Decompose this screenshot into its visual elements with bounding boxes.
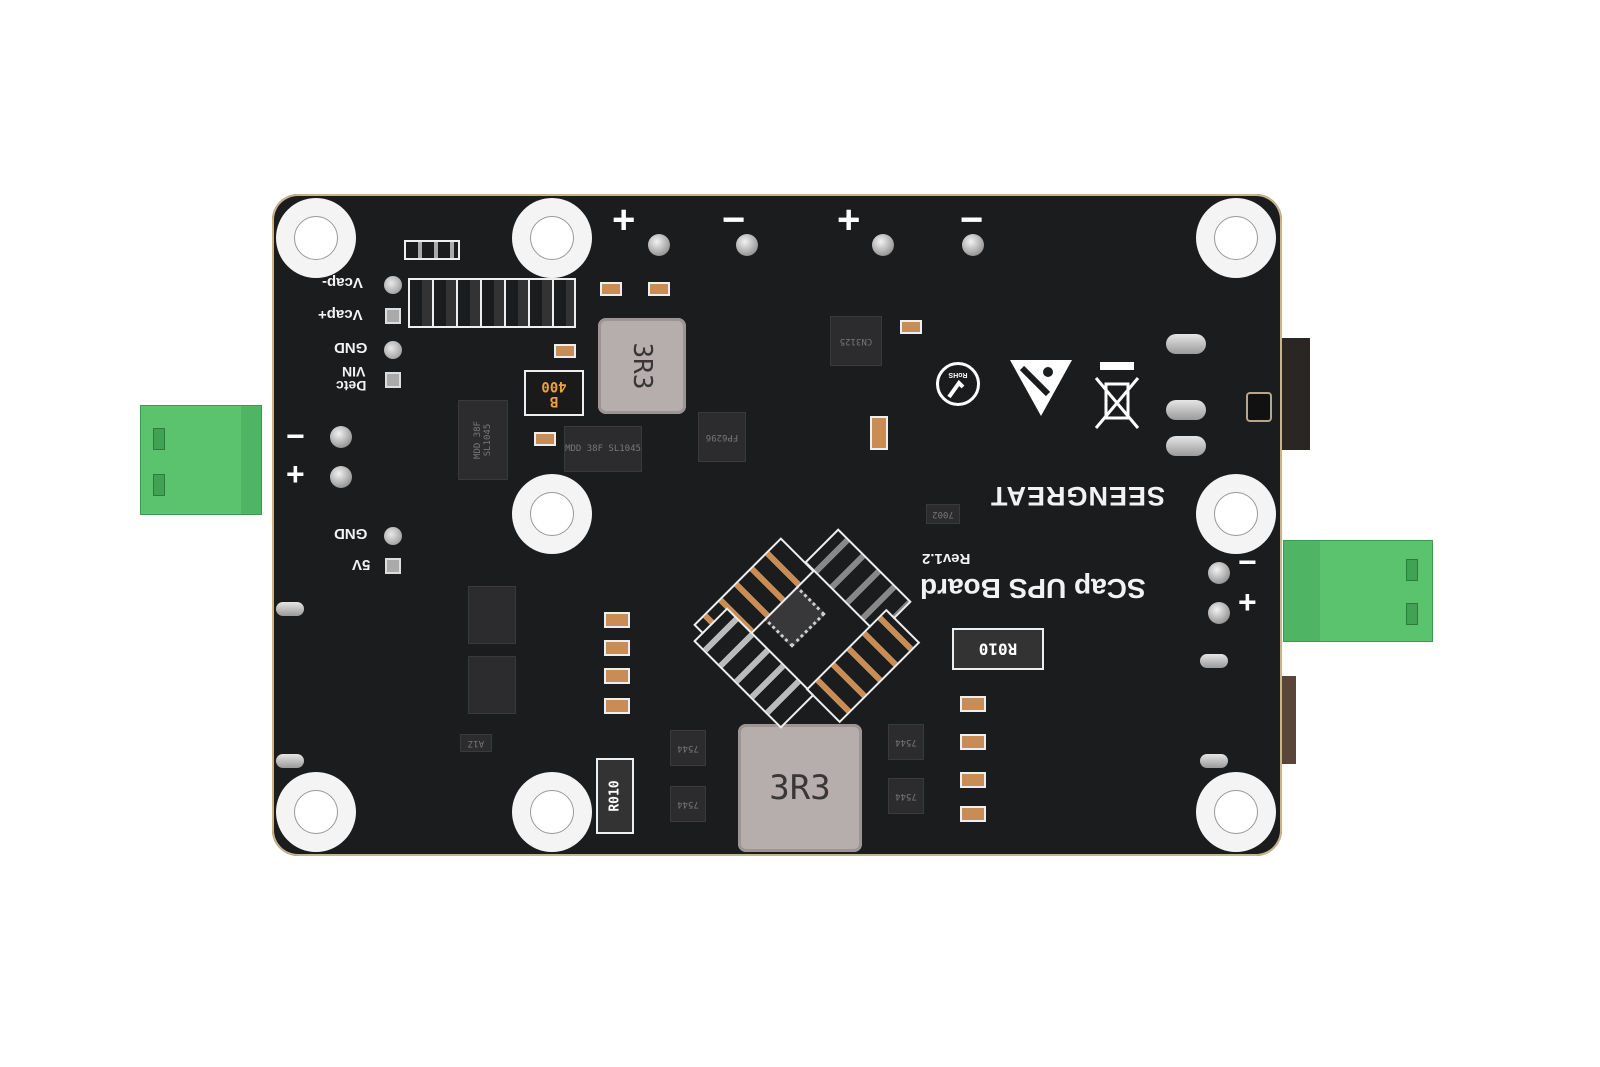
mounting-hole	[276, 198, 356, 278]
test-pad	[385, 372, 401, 388]
polarity-minus: −	[960, 198, 984, 242]
sop8-ic	[468, 586, 516, 644]
capacitor	[960, 734, 986, 750]
mounting-hole	[512, 772, 592, 852]
terminal-screw	[962, 234, 984, 256]
test-pad	[384, 276, 402, 294]
polarity-plus: +	[612, 198, 636, 242]
mosfet: 7544	[670, 786, 706, 822]
capacitor	[900, 320, 922, 334]
terminal-screw	[872, 234, 894, 256]
label-5v: 5V	[352, 556, 371, 573]
slot-pad	[1166, 334, 1206, 354]
esd-warning-icon	[1008, 358, 1074, 423]
capacitor	[604, 612, 630, 628]
capacitor	[960, 696, 986, 712]
terminal-slot	[153, 428, 165, 450]
slot-pad	[1200, 654, 1228, 668]
label-gnd-top: GND	[334, 339, 368, 356]
inductor-top: 3R3	[598, 318, 686, 414]
label-detc: Detc	[336, 378, 367, 394]
capacitor	[604, 698, 630, 714]
capacitor	[554, 344, 576, 358]
board-title: SCap UPS Board	[920, 573, 1146, 604]
side-connector	[1282, 676, 1296, 764]
right-terminal-block	[1283, 540, 1433, 642]
sot23-transistor: A1Z	[460, 734, 492, 752]
terminal-screw	[330, 426, 352, 448]
label-vcap-plus: Vcap+	[318, 306, 363, 323]
mounting-hole	[1196, 474, 1276, 554]
mosfet: 7544	[670, 730, 706, 766]
pcb-board: + − + − Vcap- Vcap+ GND VIN Detc GND 5V …	[272, 194, 1282, 856]
terminal-slot	[1406, 603, 1418, 625]
schottky-diode: MDD 38F SL1045	[564, 426, 642, 472]
capacitor	[534, 432, 556, 446]
mounting-hole	[512, 474, 592, 554]
svg-text:RoHS: RoHS	[948, 371, 967, 378]
capacitor	[600, 282, 622, 296]
resistor-array	[408, 278, 576, 328]
polarity-minus: −	[722, 198, 746, 242]
weee-bin-icon	[1092, 360, 1142, 437]
mounting-hole	[1196, 198, 1276, 278]
sense-resistor: R010	[596, 758, 634, 834]
rohs-icon: RoHS	[936, 362, 980, 406]
terminal-screw	[1208, 602, 1230, 624]
terminal-screw	[648, 234, 670, 256]
mosfet: 7544	[888, 724, 924, 760]
terminal-screw	[1208, 562, 1230, 584]
terminal-clamp	[1284, 541, 1320, 641]
slot-pad	[276, 754, 304, 768]
schottky-diode: MDD 38F SL1045	[458, 400, 508, 480]
board-revision: Rev1.2	[922, 550, 971, 567]
terminal-screw	[736, 234, 758, 256]
test-pad	[384, 527, 402, 545]
sot23-transistor: 7002	[926, 504, 960, 524]
capacitor	[604, 640, 630, 656]
test-pad	[385, 558, 401, 574]
inductor-bottom: 3R3	[738, 724, 862, 852]
mosfet: 7544	[888, 778, 924, 814]
polarity-plus: +	[837, 198, 861, 242]
tactile-button	[1246, 392, 1272, 422]
terminal-clamp	[241, 406, 261, 514]
polarity-minus: −	[1238, 544, 1257, 580]
mounting-hole	[1196, 772, 1276, 852]
sense-resistor: R010	[952, 628, 1044, 670]
charger-ic: CN3125	[830, 316, 882, 366]
terminal-slot	[153, 474, 165, 496]
label-gnd-bottom: GND	[334, 525, 368, 542]
slot-pad	[276, 602, 304, 616]
terminal-screw	[330, 466, 352, 488]
boost-ic: FP6296	[698, 412, 746, 462]
slot-pad	[1200, 754, 1228, 768]
brand-logo: SEENGREAT	[990, 481, 1166, 511]
left-terminal-block	[140, 405, 262, 515]
mounting-hole	[276, 772, 356, 852]
slot-pad	[1166, 400, 1206, 420]
capacitor	[960, 806, 986, 822]
pin-header	[1282, 338, 1310, 450]
fuse: 400 B	[524, 370, 584, 416]
resistor-array	[404, 240, 460, 260]
polarity-plus: +	[286, 456, 305, 492]
capacitor	[960, 772, 986, 788]
sop8-ic	[468, 656, 516, 714]
capacitor	[604, 668, 630, 684]
polarity-plus: +	[1238, 584, 1257, 620]
terminal-slot	[1406, 559, 1418, 581]
test-pad	[384, 341, 402, 359]
label-vcap-minus: Vcap-	[322, 274, 363, 291]
capacitor	[648, 282, 670, 296]
capacitor	[870, 416, 888, 450]
polarity-minus: −	[286, 418, 305, 454]
passive-array	[805, 608, 921, 724]
mounting-hole	[512, 198, 592, 278]
slot-pad	[1166, 436, 1206, 456]
test-pad	[385, 308, 401, 324]
